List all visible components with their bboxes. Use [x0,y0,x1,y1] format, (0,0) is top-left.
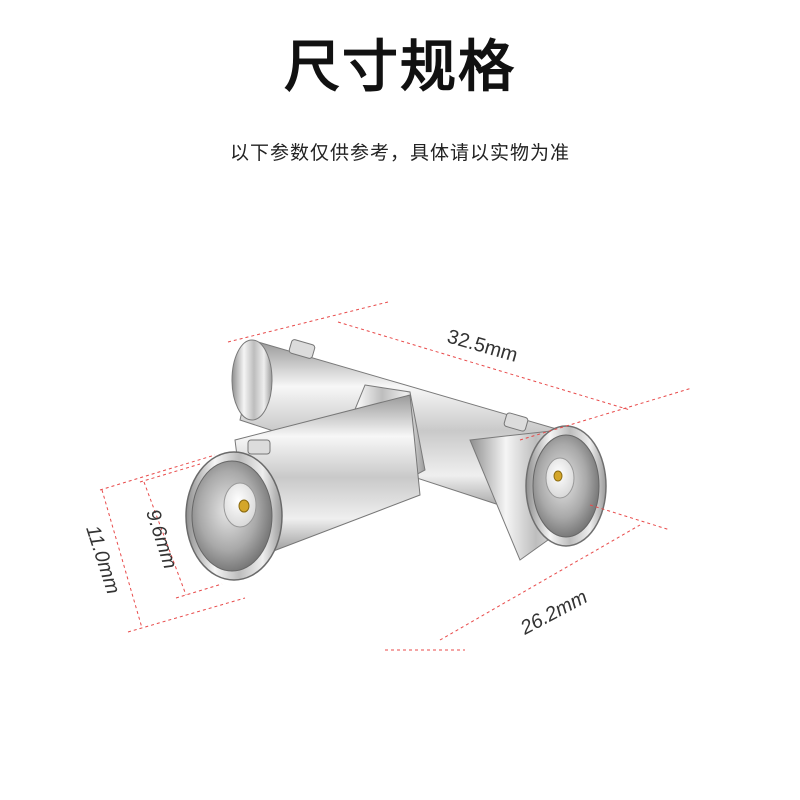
dim-length-label: 32.5mm [445,326,521,367]
dim-inner-diameter-label: 9.6mm [141,507,181,572]
page-title: 尺寸规格 [284,35,516,100]
dim-width-label: 26.2mm [516,586,591,640]
right-connector [469,425,607,561]
dimension-lines [99,301,693,651]
page-subtitle: 以下参数仅供参考，具体请以实物为准 [229,142,570,164]
left-connector [185,451,283,581]
dim-outer-diameter-label: 11.0mm [81,523,124,597]
